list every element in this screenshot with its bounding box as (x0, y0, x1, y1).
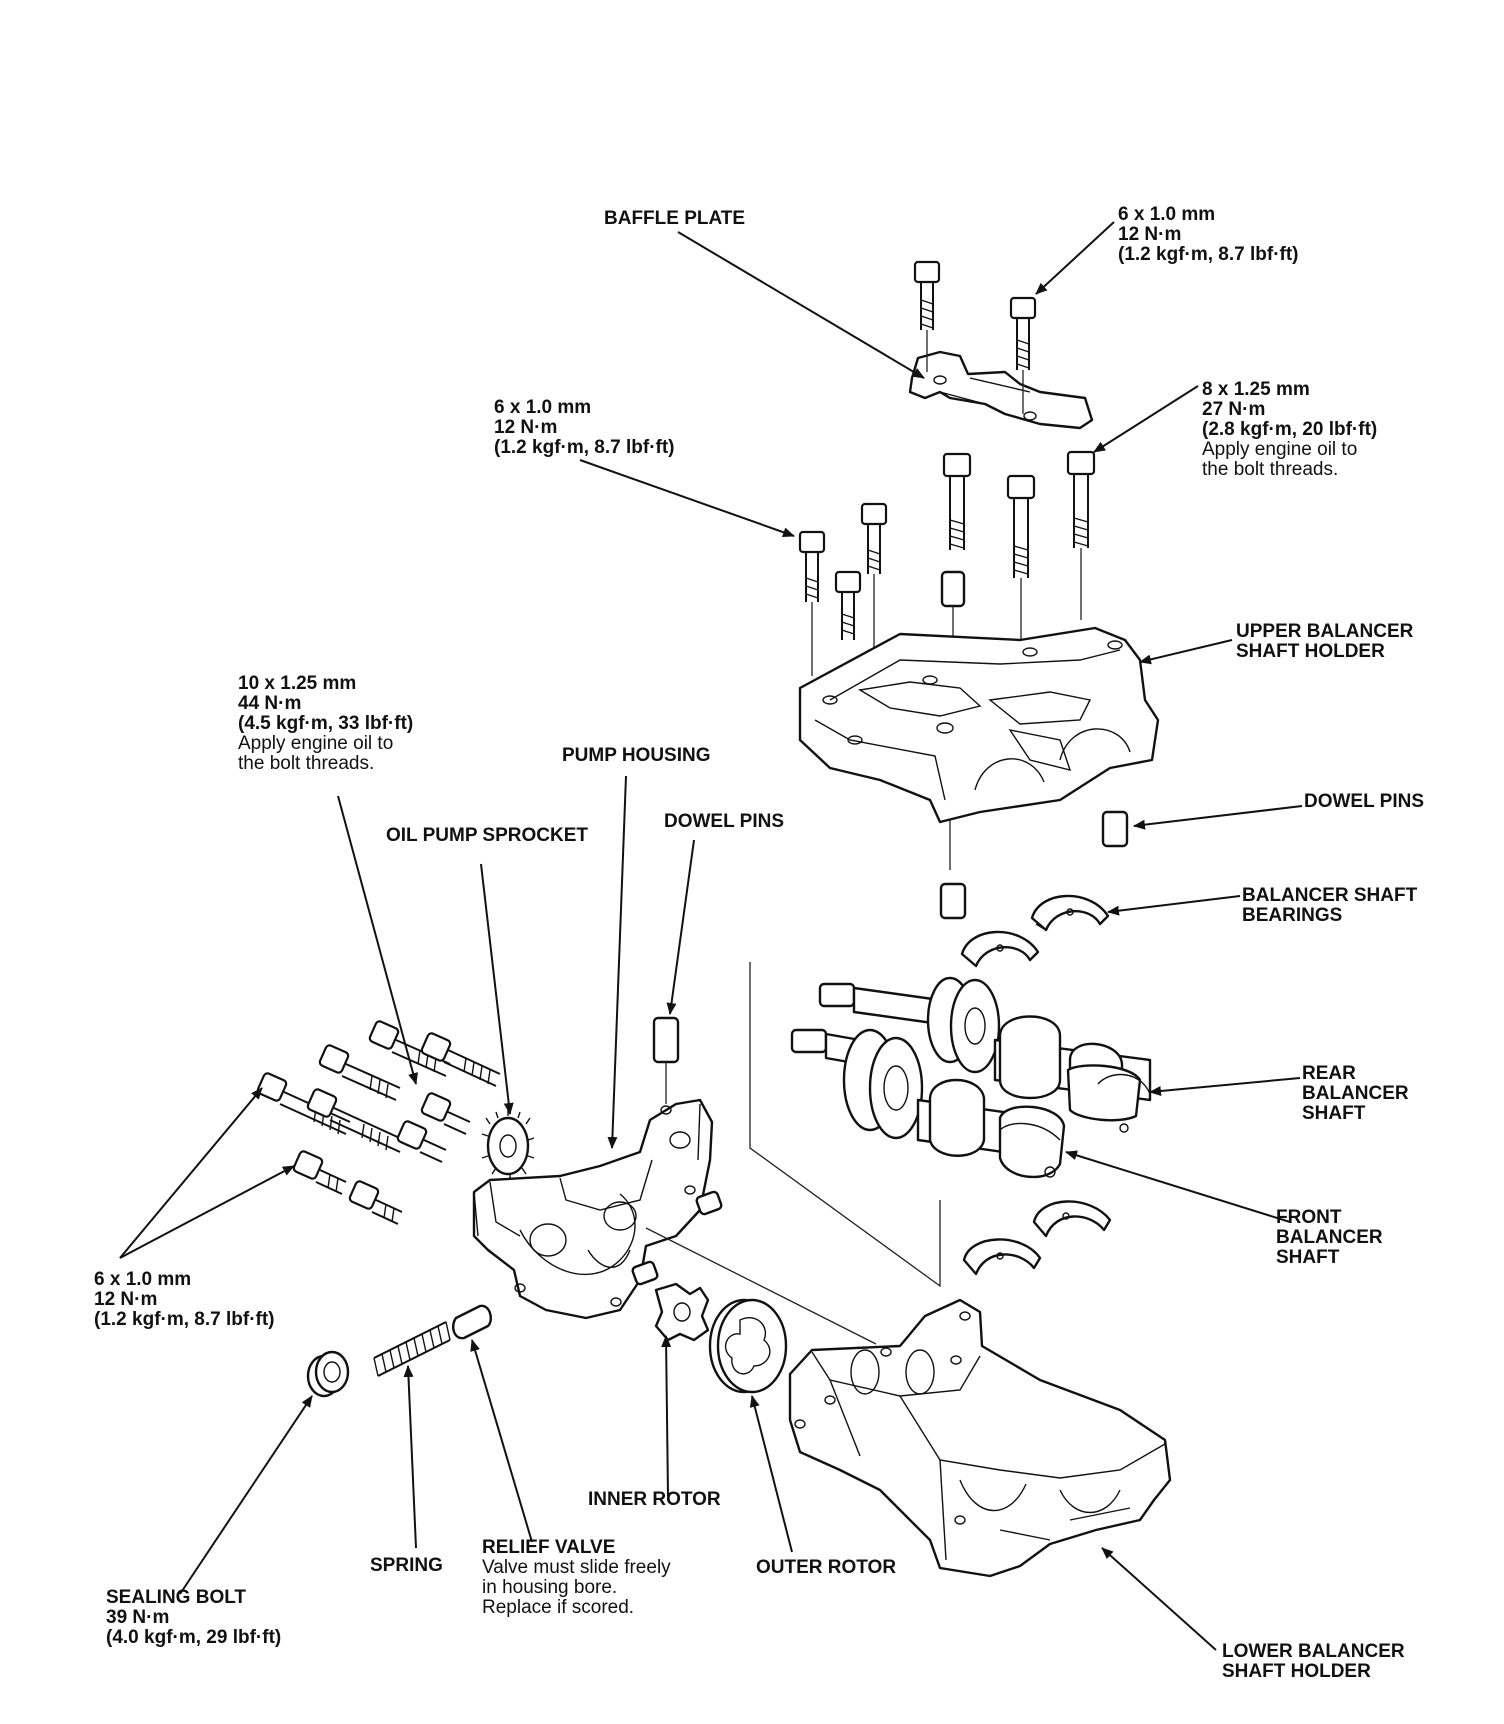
holder-bolt-long (942, 452, 972, 550)
leader-lines (119, 221, 1303, 1651)
lower-balancer-shaft-holder (788, 1298, 1172, 1578)
pump-bolt-short (348, 1180, 403, 1225)
balancer-shaft-bearing (1032, 1200, 1112, 1238)
label-pump-bolt-10-spec: 10 x 1.25 mm 44 N·m (4.5 kgf·m, 33 lbf·f… (238, 673, 414, 774)
label-outer-rotor: OUTER ROTOR (756, 1557, 897, 1578)
baffle-bolt (913, 260, 941, 372)
label-lower-balancer-shaft-holder: LOWER BALANCER SHAFT HOLDER (1222, 1641, 1405, 1682)
inner-rotor (654, 1282, 710, 1342)
label-rear-balancer-shaft: REAR BALANCER SHAFT (1302, 1063, 1409, 1124)
outer-rotor (708, 1298, 788, 1394)
label-oil-pump-sprocket: OIL PUMP SPROCKET (386, 825, 588, 846)
holder-bolt-long (1066, 450, 1096, 620)
balancer-shaft-bearing (960, 930, 1040, 968)
relief-valve (452, 1304, 492, 1340)
label-front-balancer-shaft: FRONT BALANCER SHAFT (1276, 1207, 1383, 1268)
label-upper-balancer-shaft-holder: UPPER BALANCER SHAFT HOLDER (1236, 621, 1414, 662)
front-balancer-shaft (790, 1028, 1066, 1179)
label-holder-bolt-6-spec: 6 x 1.0 mm 12 N·m (1.2 kgf·m, 8.7 lbf·ft… (494, 397, 675, 458)
label-baffle-plate: BAFFLE PLATE (604, 208, 746, 229)
holder-bolt-short (798, 530, 826, 676)
balancer-shaft-bearing (962, 1238, 1042, 1276)
label-spring: SPRING (370, 1555, 443, 1576)
holder-bolt-short (834, 570, 862, 640)
label-inner-rotor: INNER ROTOR (588, 1489, 721, 1510)
balancer-shaft-bearing (1030, 894, 1110, 932)
pump-bolt-short (396, 1120, 447, 1163)
oil-pump-sprocket (481, 1110, 535, 1180)
pump-housing (472, 1098, 714, 1320)
baffle-plate (908, 350, 1094, 430)
holder-dowel-pin (1101, 810, 1129, 848)
label-sealing-bolt: SEALING BOLT 39 N·m (4.0 kgf·m, 29 lbf·f… (106, 1587, 282, 1648)
label-pump-bolt-6-spec: 6 x 1.0 mm 12 N·m (1.2 kgf·m, 8.7 lbf·ft… (94, 1269, 275, 1330)
pump-bolt-short (420, 1092, 471, 1135)
pump-bolt-long (318, 1044, 401, 1101)
pump-bolt-long (420, 1032, 501, 1087)
label-baffle-bolt-spec: 6 x 1.0 mm 12 N·m (1.2 kgf·m, 8.7 lbf·ft… (1118, 204, 1299, 265)
pump-bolt-long (306, 1088, 405, 1153)
pump-dowel-pin (631, 1260, 659, 1286)
label-holder-bolt-8-spec: 8 x 1.25 mm 27 N·m (2.8 kgf·m, 20 lbf·ft… (1202, 379, 1378, 480)
label-dowel-pins-pump: DOWEL PINS (664, 811, 784, 832)
pump-bolt-short (292, 1150, 347, 1195)
label-balancer-shaft-bearings: BALANCER SHAFT BEARINGS (1242, 885, 1418, 926)
pump-dowel-pin (652, 1016, 680, 1104)
holder-dowel-pin (939, 882, 967, 920)
upper-balancer-shaft-holder (798, 626, 1160, 870)
holder-bolt-short (860, 502, 888, 654)
sealing-bolt (306, 1350, 350, 1398)
baffle-bolt (1009, 296, 1037, 414)
holder-bolt-long (1006, 474, 1036, 648)
label-dowel-pins-holder: DOWEL PINS (1304, 791, 1424, 812)
spring (373, 1321, 451, 1377)
pump-dowel-pin (695, 1190, 723, 1216)
label-relief-valve: RELIEF VALVE Valve must slide freely in … (482, 1537, 671, 1618)
rear-balancer-shaft (818, 976, 1152, 1133)
label-pump-housing: PUMP HOUSING (562, 745, 711, 766)
